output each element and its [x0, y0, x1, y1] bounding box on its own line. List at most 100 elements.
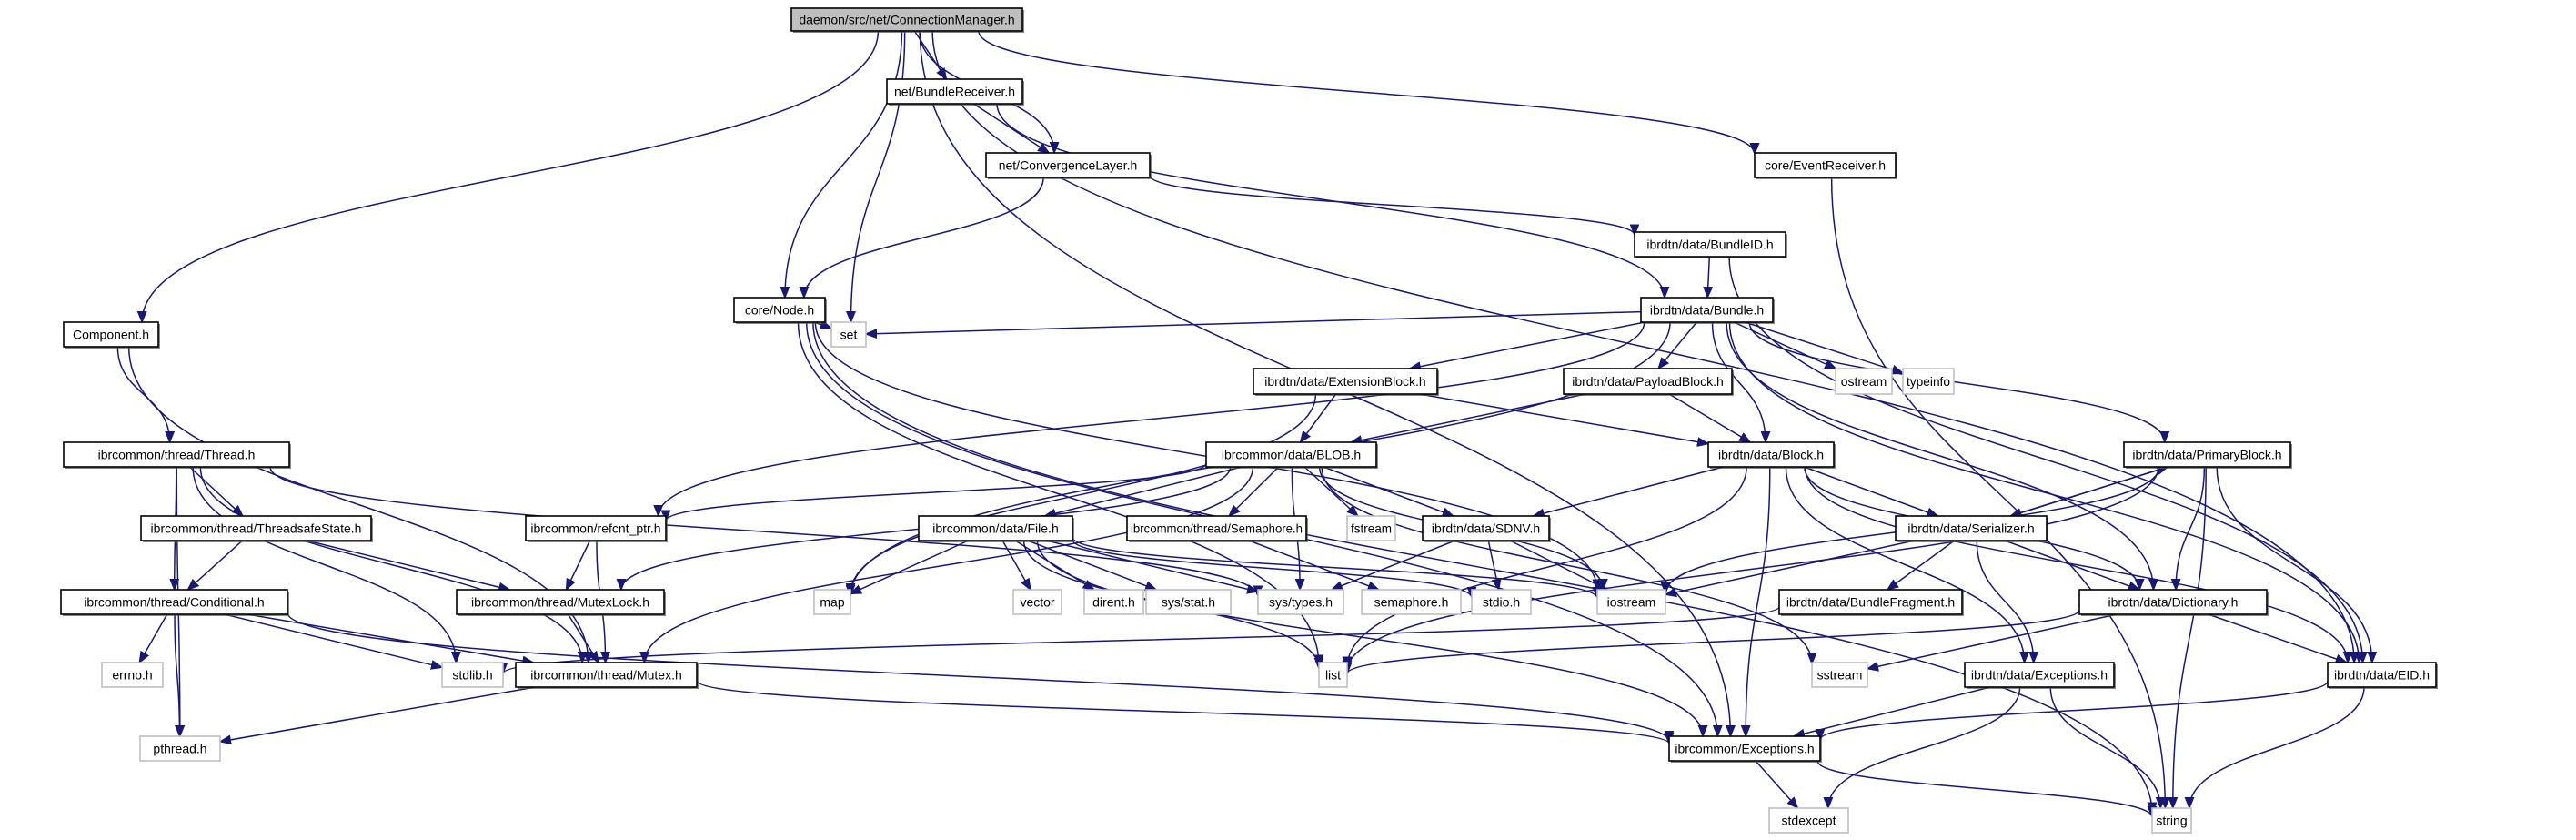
node-box [60, 589, 288, 615]
edge-blob-to-sdnv [1323, 466, 1454, 516]
edge-bundle-to-extensionblock [1410, 321, 1645, 369]
node-box [1253, 368, 1438, 395]
edge-dtnexceptions-to-string [2049, 686, 2160, 808]
edge-component-to-thread [116, 346, 169, 442]
node-list: list [1318, 662, 1348, 688]
node-conditional[interactable]: ibrcommon/thread/Conditional.h [60, 589, 289, 616]
node-box [1768, 807, 1849, 834]
edge-thread-to-systypes [269, 466, 1258, 596]
node-box [1895, 515, 2048, 541]
edge-dtnexceptions-to-stdexcept [1828, 686, 2021, 808]
node-label: core/EventReceiver.h [1765, 158, 1886, 173]
node-set: set [830, 321, 867, 348]
edge-bundle-to-primaryblock [1748, 321, 2165, 442]
node-label: pthread.h [153, 742, 206, 756]
node-label: net/ConvergenceLayer.h [999, 158, 1138, 173]
node-primaryblock[interactable]: ibrdtn/data/PrimaryBlock.h [2123, 441, 2292, 469]
edges-layer [116, 30, 2371, 818]
node-box [1012, 589, 1062, 615]
edge-bundleid-to-bundle [1707, 256, 1709, 298]
edge-eventreceiver-to-string [1830, 177, 2166, 808]
edge-extensionblock-to-blob [1300, 393, 1337, 442]
node-errno: errno.h [101, 662, 164, 688]
edge-exceptions-to-string [1816, 760, 2152, 818]
node-thread[interactable]: ibrcommon/thread/Thread.h [63, 441, 291, 469]
node-label: semaphore.h [1374, 595, 1449, 610]
node-label: ibrcommon/data/File.h [932, 521, 1059, 536]
node-dictionary[interactable]: ibrdtn/data/Dictionary.h [2078, 589, 2269, 616]
edge-thread-to-threadsafestate [189, 466, 243, 516]
node-threadsafestate[interactable]: ibrcommon/thread/ThreadsafeState.h [140, 515, 373, 542]
node-bundlereceiver[interactable]: net/BundleReceiver.h [886, 78, 1024, 106]
node-file[interactable]: ibrcommon/data/File.h [918, 515, 1074, 542]
edge-eid-to-string [2189, 686, 2365, 808]
node-bundleid[interactable]: ibrdtn/data/BundleID.h [1634, 231, 1787, 258]
node-label: ibrdtn/data/Exceptions.h [1971, 668, 2108, 683]
node-box [813, 589, 851, 615]
node-component[interactable]: Component.h [63, 321, 160, 349]
node-box [1964, 662, 2115, 688]
node-sdnv[interactable]: ibrdtn/data/SDNV.h [1422, 515, 1551, 542]
node-exceptions[interactable]: ibrcommon/Exceptions.h [1668, 735, 1822, 763]
edge-file-to-iostream [1072, 536, 1597, 599]
node-label: list [1325, 668, 1341, 683]
node-label: ibrcommon/refcnt_ptr.h [530, 521, 660, 536]
node-label: string [2156, 814, 2187, 828]
node-serializer[interactable]: ibrdtn/data/Serializer.h [1895, 515, 2048, 542]
node-label: typeinfo [1907, 374, 1950, 389]
edge-cm-to-component [142, 30, 880, 322]
edge-cm-to-eventreceiver [978, 30, 1755, 155]
node-semaphoreh[interactable]: ibrcommon/thread/Semaphore.h [1126, 515, 1308, 542]
edge-serializer-to-iostream [1665, 540, 1915, 594]
node-pthread: pthread.h [139, 735, 221, 762]
node-payloadblock[interactable]: ibrdtn/data/PayloadBlock.h [1563, 368, 1734, 396]
node-label: ibrcommon/thread/Conditional.h [84, 595, 264, 610]
edge-bundle-to-payloadblock [1658, 321, 1697, 369]
node-box [1634, 231, 1786, 258]
node-label: fstream [1351, 521, 1392, 536]
node-box [1707, 441, 1835, 468]
node-node[interactable]: core/Node.h [733, 297, 827, 324]
edge-blob-to-refcnt [666, 463, 1207, 521]
node-label: Component.h [73, 328, 149, 342]
node-label: stdexcept [1782, 814, 1836, 828]
node-bundlefragment[interactable]: ibrdtn/data/BundleFragment.h [1778, 589, 1964, 616]
edge-thread-to-mutex [199, 466, 582, 663]
node-box [1835, 368, 1893, 395]
node-bundle[interactable]: ibrdtn/data/Bundle.h [1640, 297, 1775, 324]
edge-mutexlock-to-mutex [567, 613, 599, 663]
edge-bundle-to-set [866, 310, 1642, 334]
node-string: string [2151, 807, 2192, 834]
node-box [139, 735, 221, 762]
node-box [1596, 589, 1666, 615]
node-box [830, 321, 867, 348]
edge-block-to-sdnv [1534, 466, 1724, 516]
node-cm[interactable]: daemon/src/net/ConnectionManager.h [790, 7, 1024, 33]
node-convergencelayer[interactable]: net/ConvergenceLayer.h [985, 152, 1152, 179]
node-label: set [840, 328, 858, 342]
node-box [1640, 297, 1774, 323]
edge-conditional-to-pthread [174, 613, 179, 736]
node-mutexlock[interactable]: ibrcommon/thread/MutexLock.h [456, 589, 666, 616]
edge-blob-to-mutex [645, 466, 1254, 663]
edge-bundle-to-block [1711, 321, 1766, 442]
edge-dtnexceptions-to-exceptions [1794, 686, 1991, 736]
node-extensionblock[interactable]: ibrdtn/data/ExtensionBlock.h [1253, 368, 1439, 396]
node-fstream: fstream [1346, 515, 1396, 541]
node-label: vector [1020, 595, 1054, 610]
node-box [515, 662, 698, 688]
edge-bundlereceiver-to-convergencelayer [972, 103, 1049, 153]
edge-serializer-to-dtnexceptions [1976, 540, 2033, 663]
node-dtnexceptions[interactable]: ibrdtn/data/Exceptions.h [1964, 662, 2116, 689]
edge-semaphoreh-to-semaphore [1248, 540, 1379, 590]
node-block[interactable]: ibrdtn/data/Block.h [1707, 441, 1836, 469]
node-eventreceiver[interactable]: core/EventReceiver.h [1754, 152, 1897, 179]
edge-extensionblock-to-map [850, 393, 1317, 594]
edge-conditional-to-stdlib [224, 613, 442, 667]
node-blob[interactable]: ibrcommon/data/BLOB.h [1205, 441, 1378, 469]
node-eid[interactable]: ibrdtn/data/EID.h [2327, 662, 2438, 689]
node-mutex[interactable]: ibrcommon/thread/Mutex.h [515, 662, 699, 689]
node-refcnt[interactable]: ibrcommon/refcnt_ptr.h [525, 515, 668, 542]
edge-threadsafestate-to-conditional [188, 540, 244, 590]
